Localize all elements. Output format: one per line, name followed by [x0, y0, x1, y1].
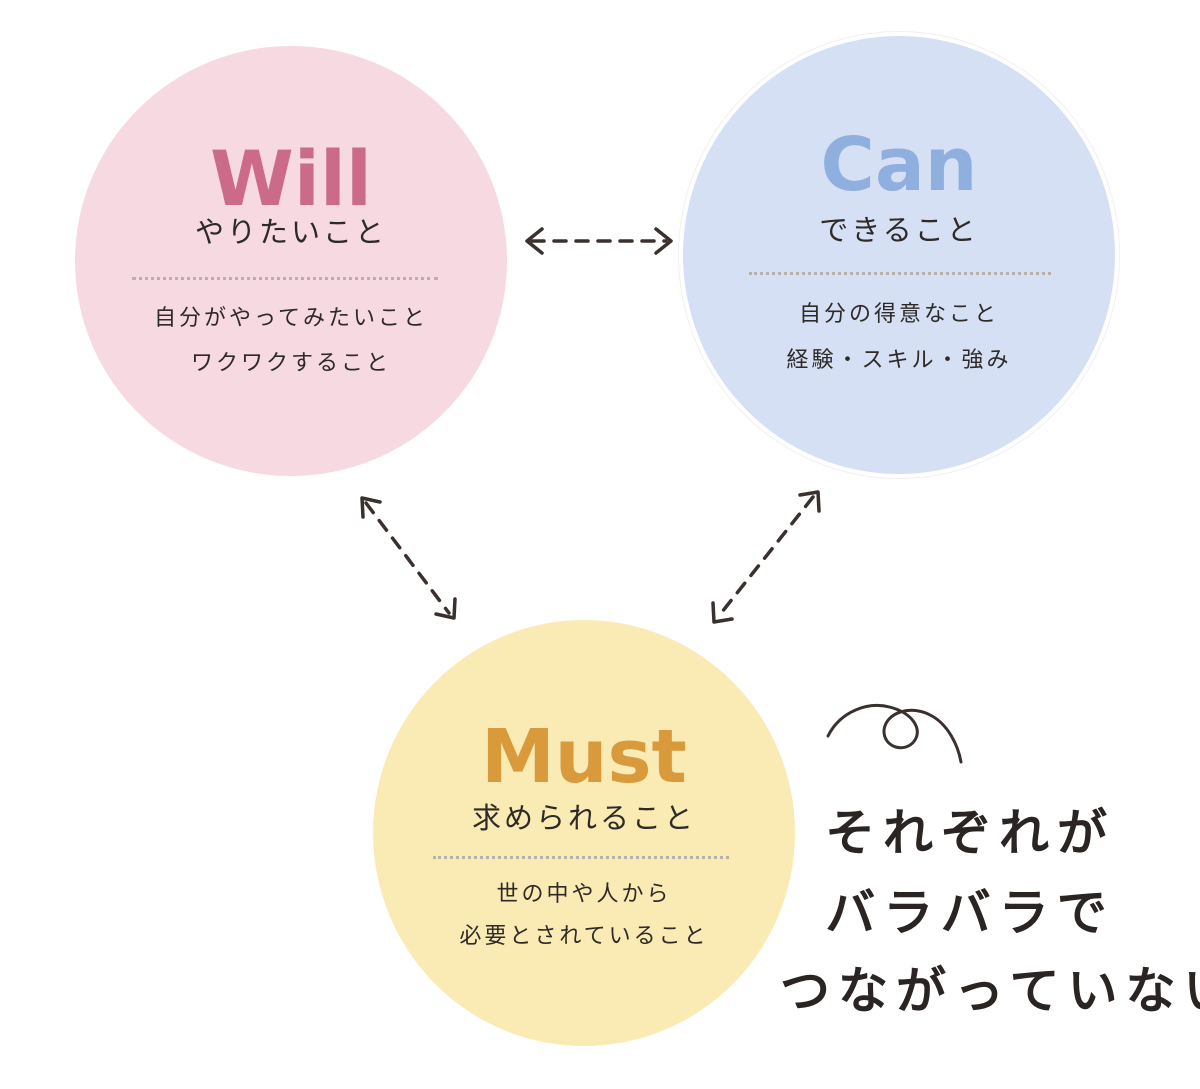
will-desc-line-1: 自分がやってみたいこと: [154, 306, 428, 331]
can-circle: Can できること 自分の得意なこと 経験・スキル・強み: [683, 36, 1115, 474]
must-subtitle: 求められること: [471, 801, 696, 835]
will-circle: Will やりたいこと 自分がやってみたいこと ワクワクすること: [75, 46, 507, 476]
can-title: Can: [820, 122, 978, 208]
will-must-arrow: [360, 496, 457, 620]
can-desc-line-1: 自分の得意なこと: [798, 302, 999, 327]
can-subtitle: できること: [819, 213, 979, 247]
must-desc-line-1: 世の中や人から: [496, 882, 672, 907]
can-divider: [749, 272, 1051, 275]
must-circle: Must 求められること 世の中や人から 必要とされていること: [373, 620, 795, 1046]
curl-decoration: [826, 704, 963, 764]
note-line-3: つながっていない: [780, 962, 1200, 1020]
note-line-2: バラバラで: [825, 884, 1115, 942]
can-desc-line-2: 経験・スキル・強み: [786, 348, 1012, 373]
will-divider: [132, 277, 438, 280]
will-title: Will: [210, 134, 372, 223]
note-line-1: それぞれが: [825, 804, 1115, 862]
must-divider: [433, 856, 729, 859]
must-desc-line-2: 必要とされていること: [459, 924, 709, 949]
will-desc-line-2: ワクワクすること: [190, 351, 391, 376]
will-can-arrow: [525, 227, 673, 255]
must-title: Must: [481, 714, 687, 800]
will-subtitle: やりたいこと: [194, 215, 387, 249]
can-must-arrow: [711, 490, 821, 624]
